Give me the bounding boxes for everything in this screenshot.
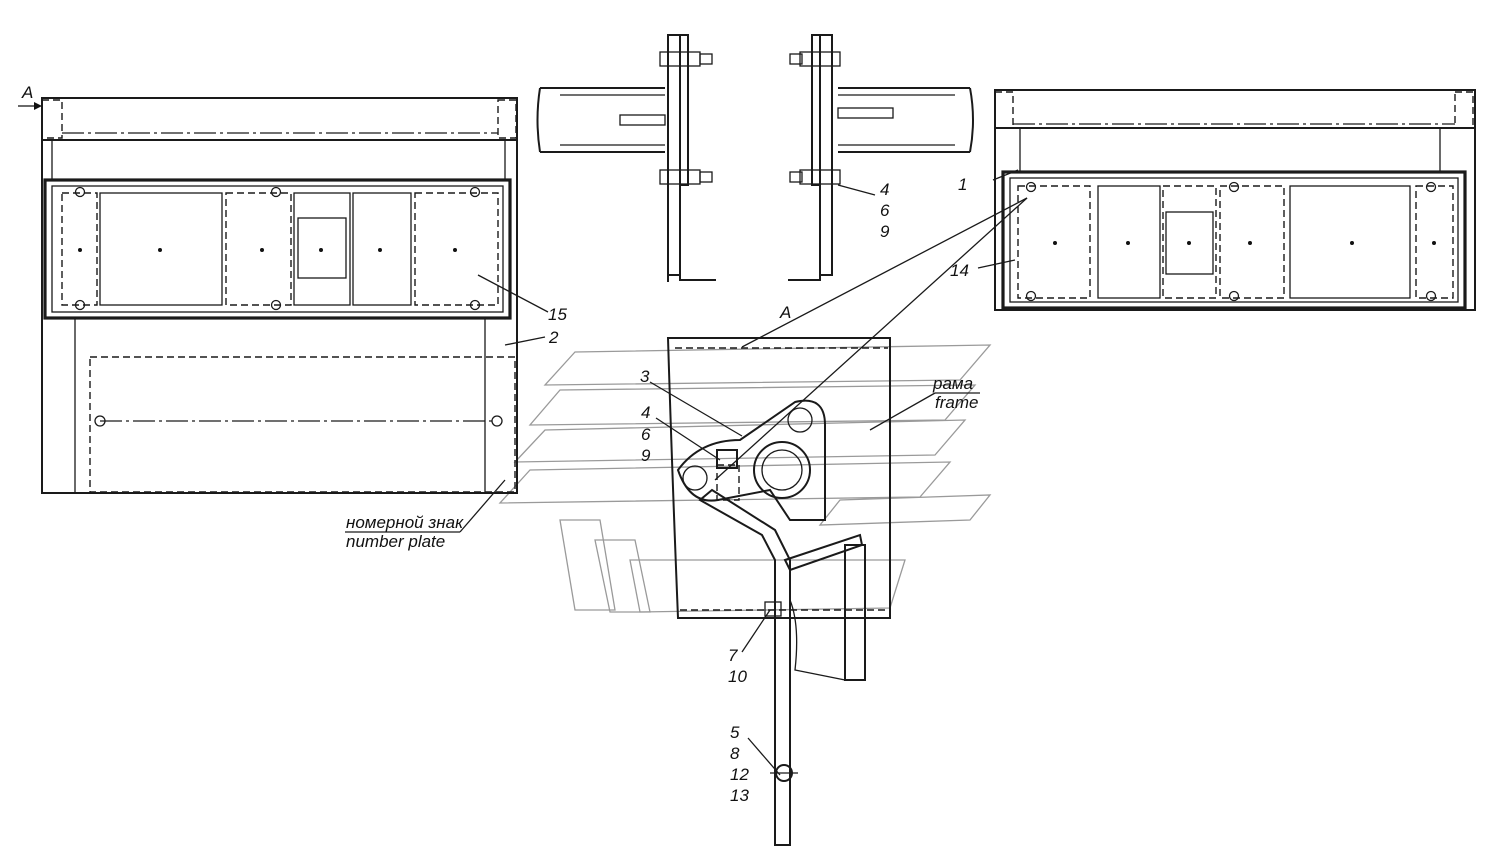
leader-lines xyxy=(18,102,1028,776)
view-marker-left: A xyxy=(21,83,33,102)
label-5: 5 xyxy=(730,723,740,742)
frame-label-en: frame xyxy=(935,393,978,412)
label-3: 3 xyxy=(640,367,650,386)
label-14: 14 xyxy=(950,261,969,280)
frame-label-ru: рама xyxy=(932,374,973,393)
label-12: 12 xyxy=(730,765,749,784)
label-9-section: 9 xyxy=(641,446,651,465)
label-9-top: 9 xyxy=(880,222,890,241)
label-2: 2 xyxy=(548,328,559,347)
label-6-section: 6 xyxy=(641,425,651,444)
text-labels: A A 1 2 15 14 4 6 9 3 4 6 9 рама frame н… xyxy=(21,83,978,805)
plate-label-ru: номерной знак xyxy=(346,513,464,532)
left-lamp-assembly xyxy=(41,97,518,494)
section-a-frame-mount xyxy=(666,337,891,846)
label-8: 8 xyxy=(730,744,740,763)
cross-beam-section xyxy=(536,34,974,282)
plate-label-en: number plate xyxy=(346,532,445,551)
label-15: 15 xyxy=(548,305,567,324)
label-6-top: 6 xyxy=(880,201,890,220)
label-13: 13 xyxy=(730,786,749,805)
label-7: 7 xyxy=(728,646,738,665)
label-4-section: 4 xyxy=(641,403,650,422)
label-1: 1 xyxy=(958,175,967,194)
label-4-top: 4 xyxy=(880,180,889,199)
view-marker-section: A xyxy=(779,303,791,322)
watermark-stripes xyxy=(498,344,992,613)
right-lamp-assembly xyxy=(994,89,1476,311)
label-10: 10 xyxy=(728,667,747,686)
